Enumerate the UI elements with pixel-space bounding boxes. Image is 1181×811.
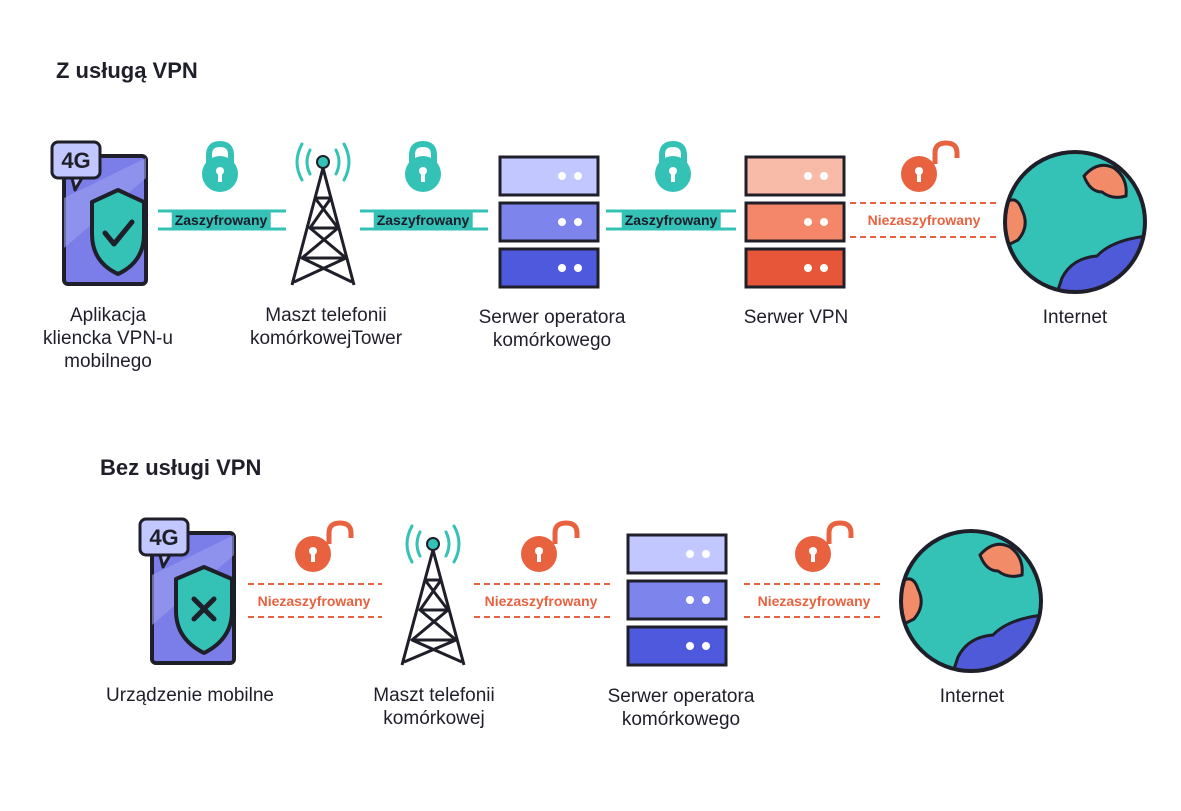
link-status-unencrypted: Niezaszyfrowany: [481, 592, 601, 610]
operator-server-icon: [498, 155, 600, 289]
link-status-unencrypted: Niezaszyfrowany: [254, 592, 374, 610]
cell-tower-icon: [290, 142, 356, 286]
without-vpn-title: Bez usługi VPN: [100, 455, 262, 480]
phone-vpn-client-icon: 4G: [50, 140, 148, 286]
internet-label: Internet: [1042, 307, 1108, 328]
cross-icon: [191, 596, 217, 622]
operator-label: Serwer operatora komórkowego: [607, 686, 755, 730]
link-status-encrypted: Zaszyfrowany: [621, 211, 721, 229]
link-status-encrypted: Zaszyfrowany: [171, 211, 271, 229]
vpn-server-icon: [744, 155, 846, 289]
lock-icon: [655, 140, 691, 192]
tower-label: Maszt telefonii komórkowejTower: [249, 305, 403, 349]
badge-4g: 4G: [149, 525, 178, 550]
unlocked-lock-icon: [521, 520, 580, 572]
vpn-server-label: Serwer VPN: [743, 307, 849, 328]
check-icon: [102, 219, 135, 247]
link-status-unencrypted: Niezaszyfrowany: [754, 592, 874, 610]
unlocked-lock-icon: [295, 520, 354, 572]
with-vpn-title: Z usługą VPN: [56, 58, 198, 83]
globe-icon: [899, 529, 1043, 673]
globe-icon: [1003, 150, 1147, 294]
phone-mobile-label: Urządzenie mobilne: [106, 685, 274, 706]
tower-label: Maszt telefonii komórkowej: [373, 685, 495, 729]
badge-4g: 4G: [61, 148, 90, 173]
phone-mobile-device-icon: 4G: [138, 517, 236, 665]
lock-icon: [202, 140, 238, 192]
internet-label: Internet: [939, 686, 1005, 707]
operator-server-icon: [626, 533, 728, 667]
link-status-encrypted: Zaszyfrowany: [373, 211, 473, 229]
phone-vpn-label: Aplikacja kliencka VPN-u mobilnego: [43, 305, 173, 372]
unlocked-lock-icon: [901, 140, 960, 192]
unlocked-lock-icon: [795, 520, 854, 572]
operator-label: Serwer operatora komórkowego: [478, 307, 626, 351]
link-status-unencrypted: Niezaszyfrowany: [864, 211, 984, 229]
cell-tower-icon: [400, 524, 466, 666]
lock-icon: [405, 140, 441, 192]
